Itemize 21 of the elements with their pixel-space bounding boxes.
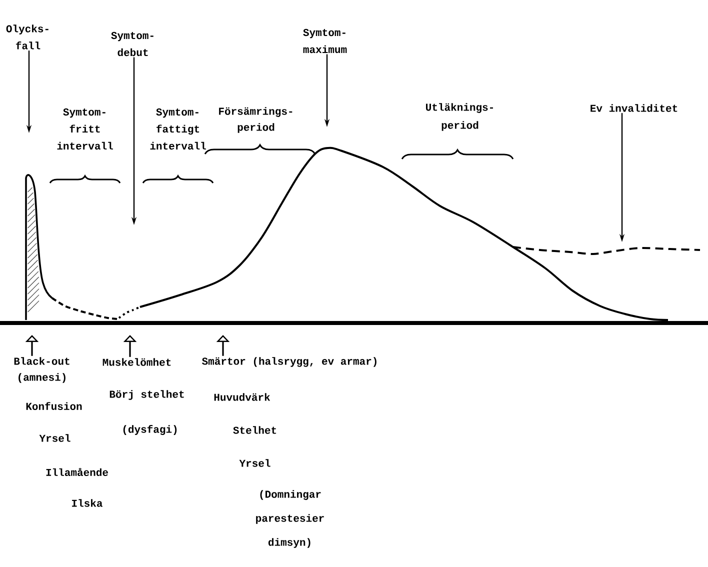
- symptom-label: Yrsel: [239, 459, 270, 467]
- period-label: Symtom- fritt intervall: [57, 108, 113, 150]
- period-label: Utläknings- period: [426, 103, 493, 131]
- symptom-label: Illamående: [46, 468, 108, 476]
- symptom-label: Stelhet: [233, 426, 276, 434]
- event-label: Olycks- fall: [6, 24, 48, 50]
- symptom-label: Börj stelhet: [110, 390, 184, 400]
- symptom-label: Huvudvärk: [214, 393, 270, 401]
- event-label: Ev invaliditet: [590, 104, 678, 112]
- event-label: Symtom- debut: [111, 32, 154, 56]
- symptom-label: Yrsel: [39, 434, 70, 442]
- symptom-label: Smärtor (halsrygg, ev armar): [202, 357, 376, 367]
- period-label: Försämrings- period: [219, 107, 292, 133]
- period-label: Symtom- fattigt intervall: [150, 108, 206, 150]
- symptom-label: (Domningar parestesier dimsyn): [256, 490, 324, 548]
- symptom-label: (dysfagi): [123, 425, 177, 435]
- symptom-label: Black-out (amnesi): [14, 357, 70, 383]
- symptom-label: Muskelömhet: [102, 358, 171, 366]
- symptom-label: Ilska: [72, 499, 102, 507]
- event-label: Symtom- maximum: [303, 28, 347, 54]
- symptom-label: Konfusion: [26, 402, 82, 410]
